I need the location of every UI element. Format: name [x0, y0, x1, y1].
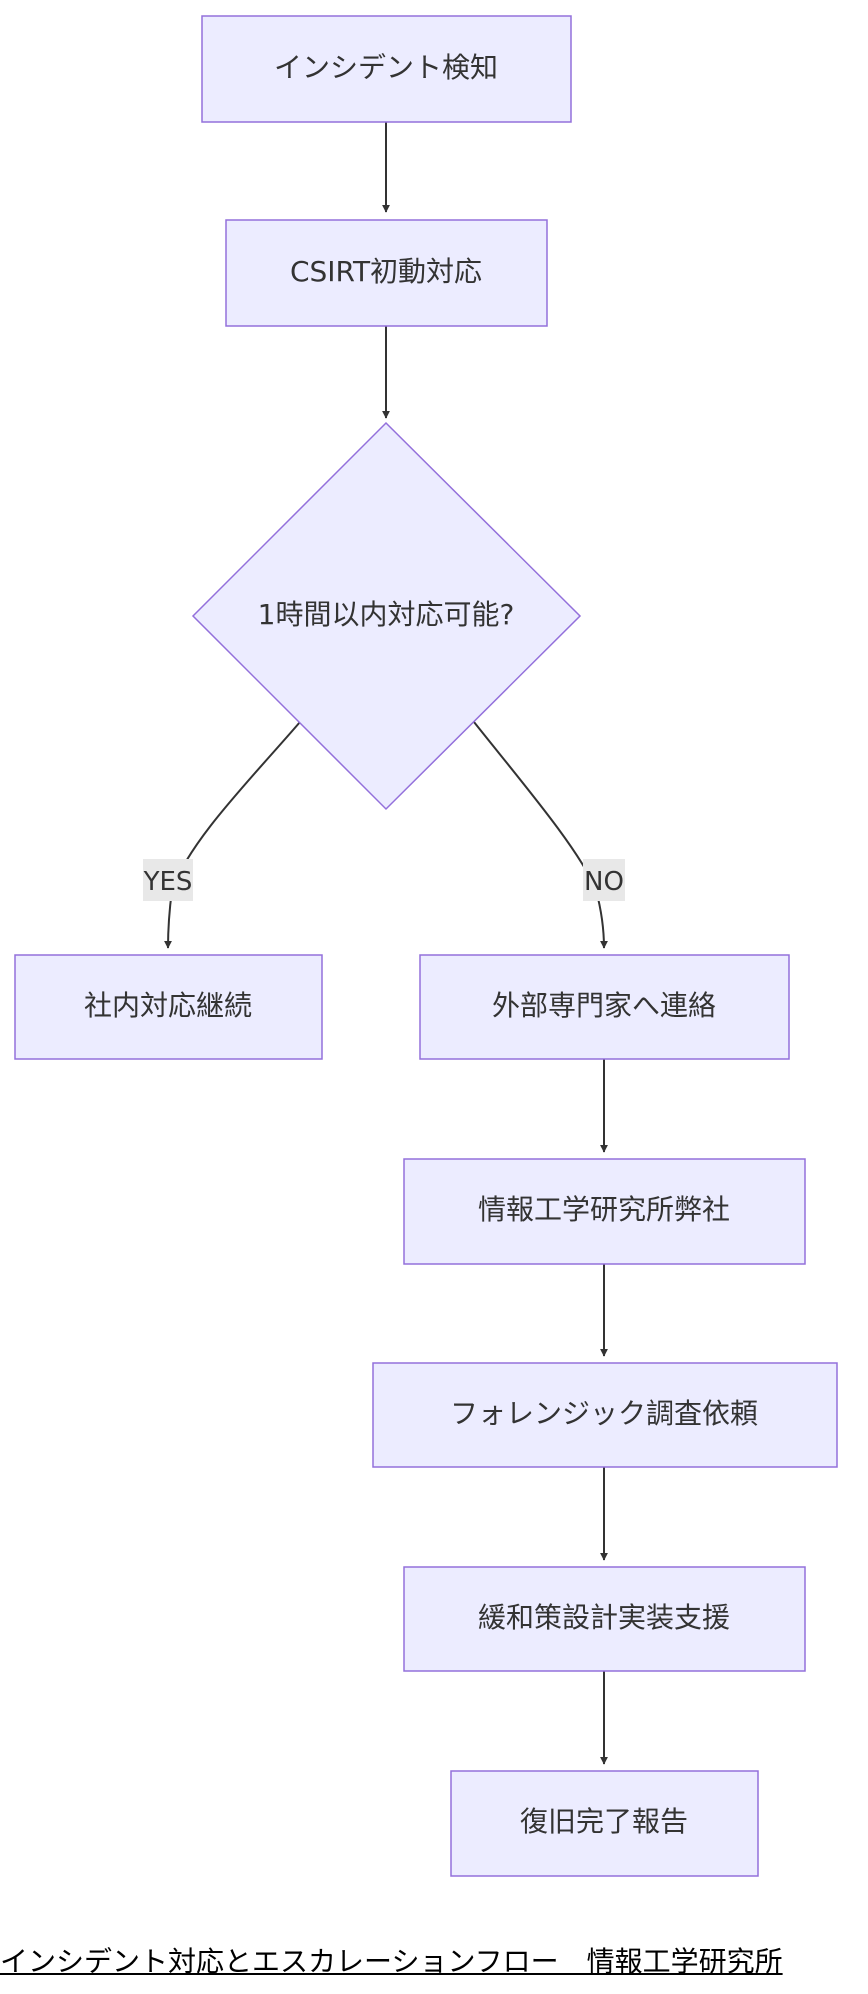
node-detect: インシデント検知 — [201, 15, 572, 123]
node-internal-label: 社内対応継続 — [84, 989, 252, 1022]
node-mitigation-label: 緩和策設計実装支援 — [478, 1601, 730, 1634]
node-lab-label: 情報工学研究所弊社 — [478, 1193, 730, 1226]
node-external: 外部専門家へ連絡 — [419, 954, 790, 1060]
edge-label-no-text: NO — [584, 867, 624, 897]
node-decision-label: 1時間以内対応可能? — [258, 598, 515, 631]
edges — [164, 122, 608, 1765]
node-mitigation: 緩和策設計実装支援 — [403, 1566, 806, 1672]
edge-label-no: NO — [583, 859, 625, 901]
node-csirt: CSIRT初動対応 — [225, 219, 548, 327]
edge-decision-to-internal — [164, 721, 301, 949]
node-report-label: 復旧完了報告 — [520, 1805, 688, 1838]
edge-decision-to-external — [473, 721, 608, 949]
node-detect-label: インシデント検知 — [274, 51, 498, 84]
node-lab: 情報工学研究所弊社 — [403, 1158, 806, 1265]
node-decision: 1時間以内対応可能? — [191, 421, 582, 811]
edge-label-yes-text: YES — [143, 867, 193, 897]
node-csirt-label: CSIRT初動対応 — [290, 255, 482, 288]
diagram-caption: インシデント対応とエスカレーションフロー 情報工学研究所 — [0, 1945, 783, 1978]
node-forensic: フォレンジック調査依頼 — [372, 1362, 838, 1468]
node-forensic-label: フォレンジック調査依頼 — [450, 1397, 758, 1430]
flowchart: YES NO インシデント検知 CSIRT初動対応 1時間以内対応可能? 社内対… — [14, 15, 838, 1877]
edge-label-yes: YES — [143, 859, 193, 901]
node-external-label: 外部専門家へ連絡 — [492, 989, 716, 1022]
node-internal: 社内対応継続 — [14, 954, 323, 1060]
node-report: 復旧完了報告 — [450, 1770, 759, 1877]
